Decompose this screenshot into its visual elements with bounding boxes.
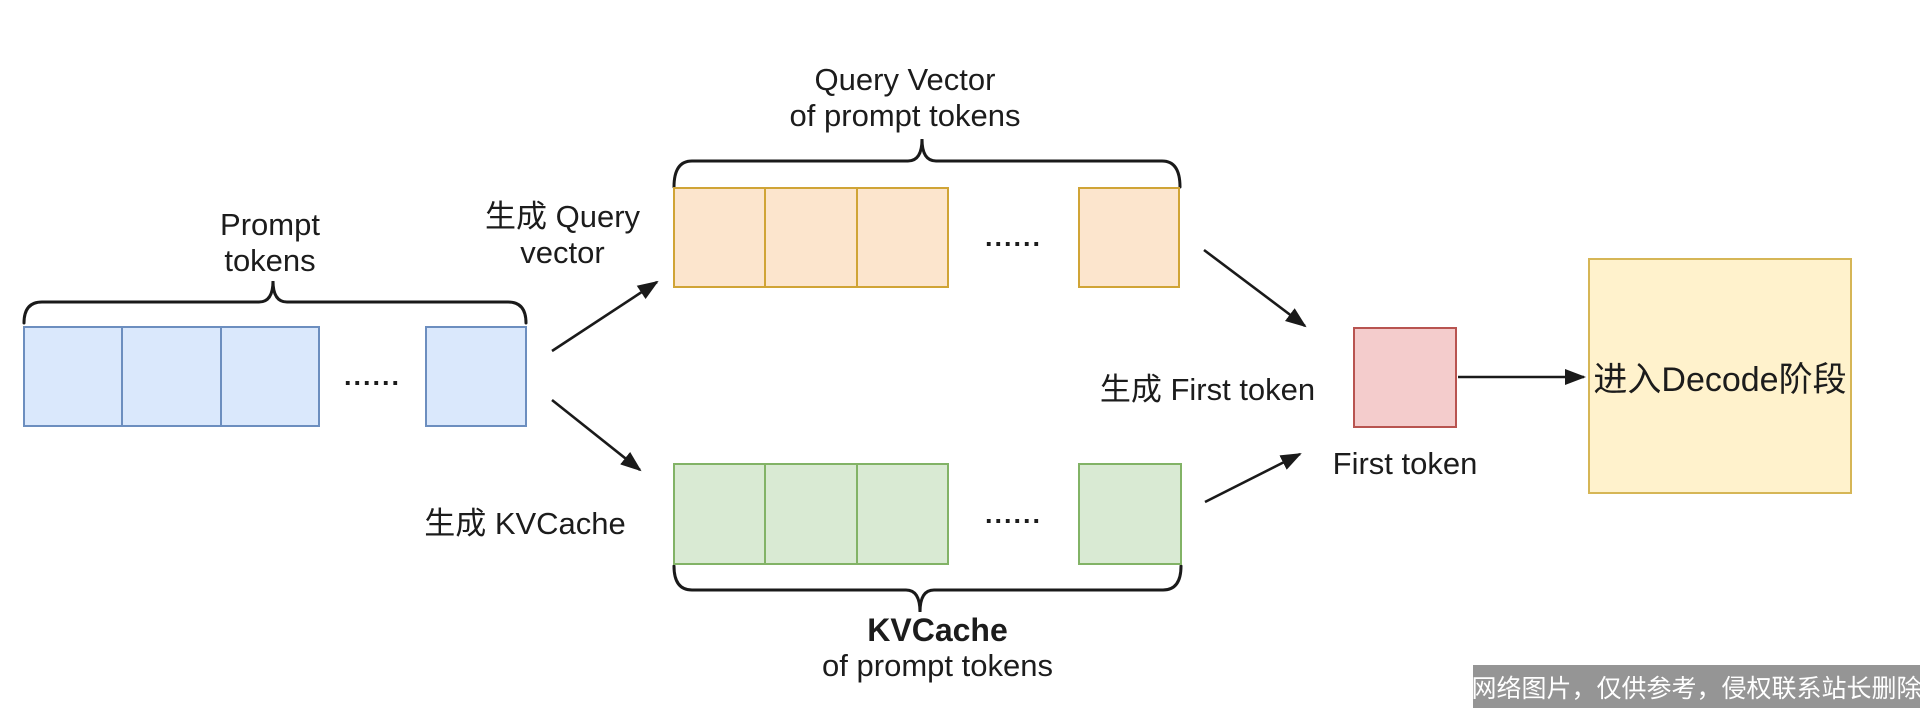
prompt-token-group xyxy=(23,326,320,427)
kvcache-group xyxy=(673,463,949,565)
kvcache-last-cell xyxy=(1078,463,1182,565)
kvcache-cell xyxy=(857,463,949,565)
kvcache-title-line1: KVCache xyxy=(867,612,1008,648)
kvcache-title: KVCache of prompt tokens xyxy=(790,612,1085,684)
first-token-label: First token xyxy=(1332,446,1478,481)
query-vector-group xyxy=(673,187,949,288)
query-brace xyxy=(672,138,1182,189)
gen-first-token-label: 生成 First token xyxy=(1099,372,1316,407)
kvcache-ellipsis: ...... xyxy=(984,498,1042,529)
arrow-kvcache-to-first xyxy=(1204,452,1302,504)
kvcache-cell xyxy=(766,463,858,565)
kvcache-cell xyxy=(673,463,767,565)
prompt-tokens-label-line1: Prompt xyxy=(220,207,320,242)
prompt-brace xyxy=(22,280,528,325)
prompt-tokens-label-line2: tokens xyxy=(224,243,316,278)
arrow-query-to-first xyxy=(1203,248,1307,328)
prompt-token-cell xyxy=(123,326,222,427)
decode-stage-box: 进入Decode阶段 xyxy=(1588,258,1852,494)
query-vector-ellipsis: ...... xyxy=(984,222,1042,252)
prompt-token-cell xyxy=(23,326,124,427)
query-vector-cell xyxy=(857,187,949,288)
query-vector-title: Query Vector of prompt tokens xyxy=(745,62,1065,134)
query-vector-title-line1: Query Vector xyxy=(814,62,996,97)
decode-stage-label: 进入Decode阶段 xyxy=(1593,360,1847,399)
arrow-prompt-to-query xyxy=(551,280,659,353)
gen-query-vector-line2: vector xyxy=(520,235,605,270)
query-vector-title-line2: of prompt tokens xyxy=(789,98,1021,133)
prompt-token-last-cell xyxy=(425,326,527,427)
query-vector-cell xyxy=(673,187,767,288)
first-token-box xyxy=(1353,327,1457,428)
gen-query-vector-label: 生成 Query vector xyxy=(450,199,675,271)
watermark-text: 网络图片，仅供参考，侵权联系站长删除 xyxy=(1471,674,1920,703)
prompt-tokens-label: Prompt tokens xyxy=(165,207,375,279)
gen-query-vector-line1: 生成 Query xyxy=(484,199,641,234)
watermark-bar: 网络图片，仅供参考，侵权联系站长删除 xyxy=(1471,665,1920,708)
prompt-token-cell xyxy=(221,326,320,427)
kvcache-brace xyxy=(672,564,1183,613)
arrow-prompt-to-kvcache xyxy=(551,398,642,472)
query-vector-cell xyxy=(766,187,858,288)
query-vector-last-cell xyxy=(1078,187,1180,288)
prompt-token-ellipsis: ...... xyxy=(343,361,401,391)
gen-kvcache-label: 生成 KVCache xyxy=(424,506,626,541)
kvcache-title-line2: of prompt tokens xyxy=(822,648,1053,683)
